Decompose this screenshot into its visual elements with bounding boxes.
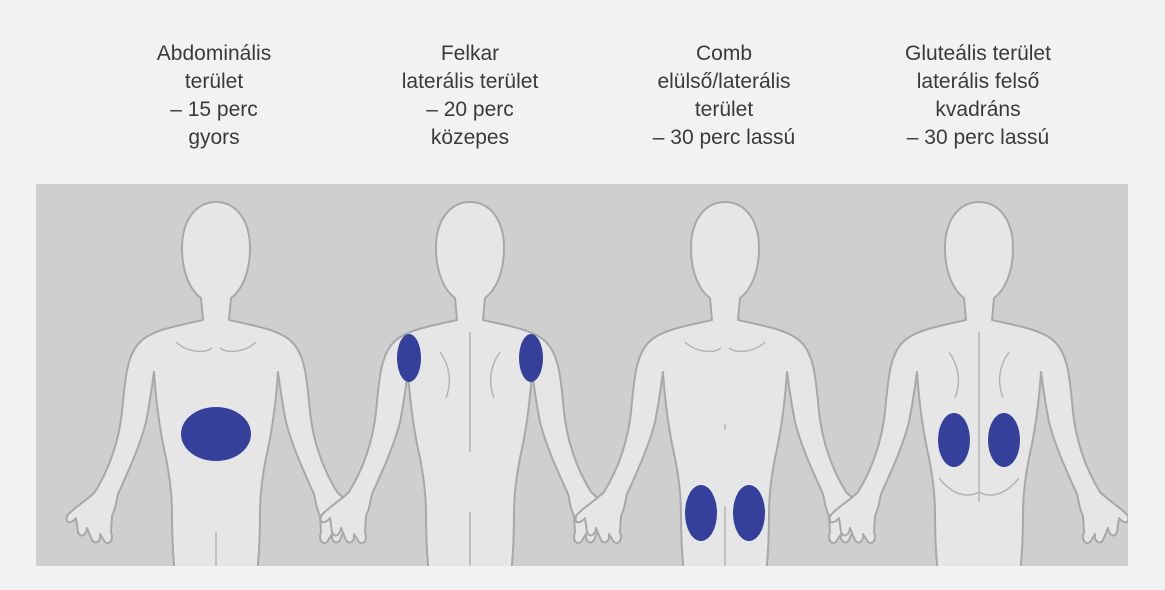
label-line: elülső/laterális [609, 68, 839, 96]
label-thigh: Comb elülső/laterális terület – 30 perc … [609, 40, 839, 152]
label-line: Comb [609, 40, 839, 68]
figure-back-buttock [830, 202, 1128, 566]
injection-site-left-thigh [685, 485, 717, 541]
label-upper-arm: Felkar laterális terület – 20 perc közep… [355, 40, 585, 152]
figure-back-upper-arm [321, 202, 620, 566]
injection-site-right-buttock [988, 413, 1020, 467]
label-line: – 15 perc [99, 96, 329, 124]
label-buttock: Gluteális terület laterális felső kvadrá… [863, 40, 1093, 152]
injection-site-right-thigh [733, 485, 765, 541]
injection-site-left-buttock [938, 413, 970, 467]
injection-site-right-upper-arm [519, 334, 543, 382]
label-line: Felkar [355, 40, 585, 68]
label-line: terület [99, 68, 329, 96]
injection-site-abdomen [181, 407, 251, 461]
label-line: gyors [99, 124, 329, 152]
body-figures [36, 184, 1128, 566]
label-line: – 30 perc lassú [609, 124, 839, 152]
label-line: terület [609, 96, 839, 124]
label-line: Gluteális terület [863, 40, 1093, 68]
label-line: – 30 perc lassú [863, 124, 1093, 152]
label-line: – 20 perc [355, 96, 585, 124]
label-line: laterális felső [863, 68, 1093, 96]
label-line: Abdominális [99, 40, 329, 68]
figure-front-thigh [576, 202, 875, 566]
figure-front-abdomen [67, 202, 366, 566]
label-line: laterális terület [355, 68, 585, 96]
injection-site-left-upper-arm [397, 334, 421, 382]
label-line: közepes [355, 124, 585, 152]
label-abdomen: Abdominális terület – 15 perc gyors [99, 40, 329, 152]
label-line: kvadráns [863, 96, 1093, 124]
